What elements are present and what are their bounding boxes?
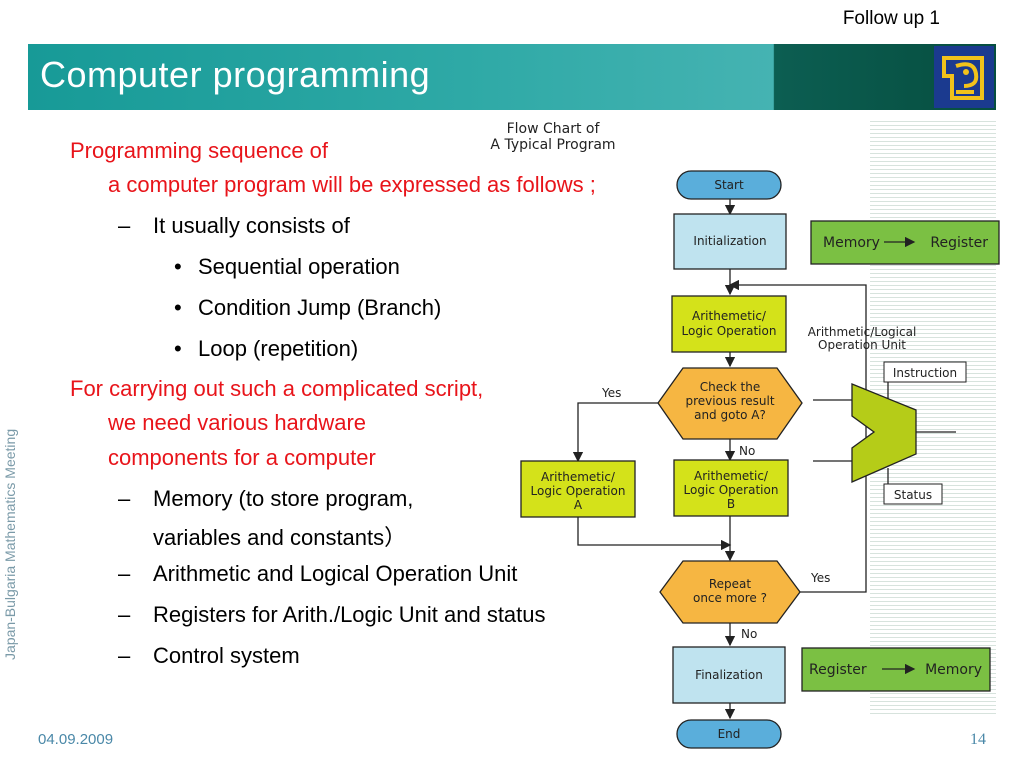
operation-b-box: [673, 459, 789, 517]
dash-marker: –: [118, 486, 131, 511]
bullet-marker: •: [174, 295, 182, 320]
yes-label: Yes: [601, 386, 621, 400]
operation-label: Arithemetic/: [692, 309, 767, 323]
operation-b-label: Arithemetic/: [694, 469, 769, 483]
logo: [934, 46, 994, 108]
status-box: [883, 483, 943, 505]
memory-label: Memory: [823, 235, 880, 251]
dash-marker: –: [118, 213, 131, 238]
instruction-label: Instruction: [893, 366, 957, 380]
repeat-label: once more ?: [693, 591, 767, 605]
initialization-box: [673, 213, 787, 270]
alu-symbol: [851, 383, 917, 483]
operation-a-label: Arithemetic/: [541, 470, 616, 484]
list-item: Loop (repetition): [198, 336, 359, 361]
operation-box: [671, 295, 787, 353]
check-label: Check the: [700, 380, 760, 394]
dash-marker: –: [118, 643, 131, 668]
check-label: previous result: [685, 394, 774, 408]
list-item: variables and constants）: [153, 525, 407, 550]
operation-label: Logic Operation: [682, 324, 777, 338]
page-title: Computer programming: [40, 54, 431, 95]
operation-a-box: [520, 460, 636, 518]
alu-caption: Arithmetic/Logical: [808, 325, 917, 339]
instruction-box: [883, 361, 967, 383]
list-item: It usually consists of: [153, 213, 350, 238]
initialization-label: Initialization: [693, 234, 766, 248]
finalization-box: [672, 646, 786, 704]
yes-label: Yes: [810, 571, 830, 585]
list-item: Sequential operation: [198, 254, 400, 279]
list-item: Condition Jump (Branch): [198, 295, 442, 320]
list-item: Arithmetic and Logical Operation Unit: [153, 561, 518, 586]
flowchart-title: Flow Chart of: [507, 121, 601, 137]
end-label: End: [718, 727, 741, 741]
footer-date: 04.09.2009: [38, 731, 114, 748]
flowchart-title: A Typical Program: [490, 137, 615, 153]
register-label: Register: [809, 662, 867, 678]
dash-marker: –: [118, 602, 131, 627]
repeat-label: Repeat: [709, 577, 752, 591]
check-label: and goto A?: [694, 408, 766, 422]
operation-b-label: Logic Operation: [684, 483, 779, 497]
side-caption: Japan-Bulgaria Mathematics Meeting: [2, 428, 18, 660]
no-label: No: [739, 444, 755, 458]
register-label: Register: [930, 235, 988, 251]
list-item: For carrying out such a complicated scri…: [70, 376, 484, 401]
list-item: components for a computer: [108, 445, 376, 470]
finalization-label: Finalization: [695, 668, 763, 682]
operation-a-label: Logic Operation: [531, 484, 626, 498]
register-to-memory-box: [801, 647, 991, 692]
check-decision: [657, 367, 803, 440]
list-item: a computer program will be expressed as …: [108, 172, 596, 197]
bullet-marker: •: [174, 336, 182, 361]
status-label: Status: [894, 488, 932, 502]
no-label: No: [741, 627, 757, 641]
list-item: Programming sequence of: [70, 138, 329, 163]
face-logo-icon: [935, 47, 993, 107]
repeat-decision: [659, 560, 801, 624]
page-number: 14: [970, 731, 986, 748]
list-item: we need various hardware: [108, 410, 367, 435]
list-item: Memory (to store program,: [153, 486, 414, 511]
operation-a-label: A: [574, 498, 583, 512]
alu-caption: Operation Unit: [818, 338, 906, 352]
list-item: Control system: [153, 643, 300, 668]
start-terminal: [676, 170, 782, 200]
list-item: Registers for Arith./Logic Unit and stat…: [153, 602, 546, 627]
operation-b-label: B: [727, 497, 735, 511]
start-label: Start: [714, 178, 744, 192]
memory-label: Memory: [925, 662, 982, 678]
follow-up-label: Follow up 1: [842, 8, 940, 29]
bullet-marker: •: [174, 254, 182, 279]
flowchart: Flow Chart of A Typical Program Start In…: [490, 121, 1000, 749]
title-bar: Computer programming: [28, 44, 996, 110]
end-terminal: [676, 719, 782, 749]
dash-marker: –: [118, 561, 131, 586]
